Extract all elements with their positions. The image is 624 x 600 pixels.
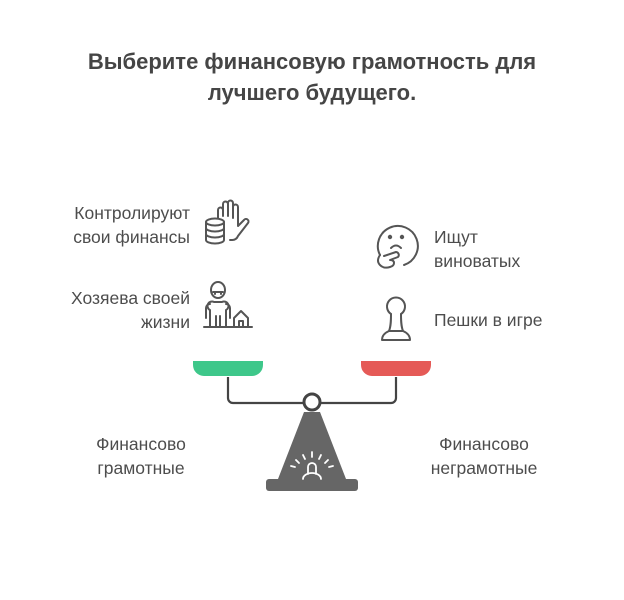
left-label-line-2: грамотные: [97, 458, 185, 478]
right-item-2-line-1: Пешки в игре: [434, 310, 543, 330]
right-label-line-2: неграмотные: [430, 458, 538, 478]
pawn-icon: [378, 292, 414, 344]
scale-base: [266, 479, 358, 491]
scale-stand: [278, 412, 346, 479]
red-pan: [361, 361, 431, 376]
person-house-icon: [202, 280, 254, 334]
right-item-pawns: Пешки в игре: [434, 308, 542, 332]
right-item-seek-blame: Ищут виноватых: [434, 225, 520, 273]
hand-coins-icon: [202, 198, 254, 248]
right-label-line-1: Финансово: [439, 434, 529, 454]
left-item-masters-of-life: Хозяева своей жизни: [71, 286, 190, 334]
left-item-1-line-1: Контролируют: [74, 203, 190, 223]
green-pan: [193, 361, 263, 376]
left-label-financially-literate: Финансово грамотные: [71, 432, 211, 480]
left-item-control-finances: Контролируют свои финансы: [73, 201, 190, 249]
right-beam: [321, 377, 398, 405]
thinking-face-icon: [372, 221, 422, 273]
right-item-1-line-1: Ищут: [434, 227, 478, 247]
alarm-light-icon: [290, 451, 334, 480]
page-title: Выберите финансовую грамотность для лучш…: [0, 46, 624, 108]
title-line-2: лучшего будущего.: [207, 80, 417, 105]
left-item-1-line-2: свои финансы: [73, 227, 190, 247]
left-label-line-1: Финансово: [96, 434, 186, 454]
title-line-1: Выберите финансовую грамотность для: [87, 49, 537, 74]
right-item-1-line-2: виноватых: [434, 251, 521, 271]
right-label-financially-illiterate: Финансово неграмотные: [409, 432, 559, 480]
left-item-2-line-1: Хозяева своей: [70, 288, 190, 308]
left-beam: [226, 377, 303, 405]
left-item-2-line-2: жизни: [141, 312, 190, 332]
pivot-circle: [302, 392, 322, 412]
